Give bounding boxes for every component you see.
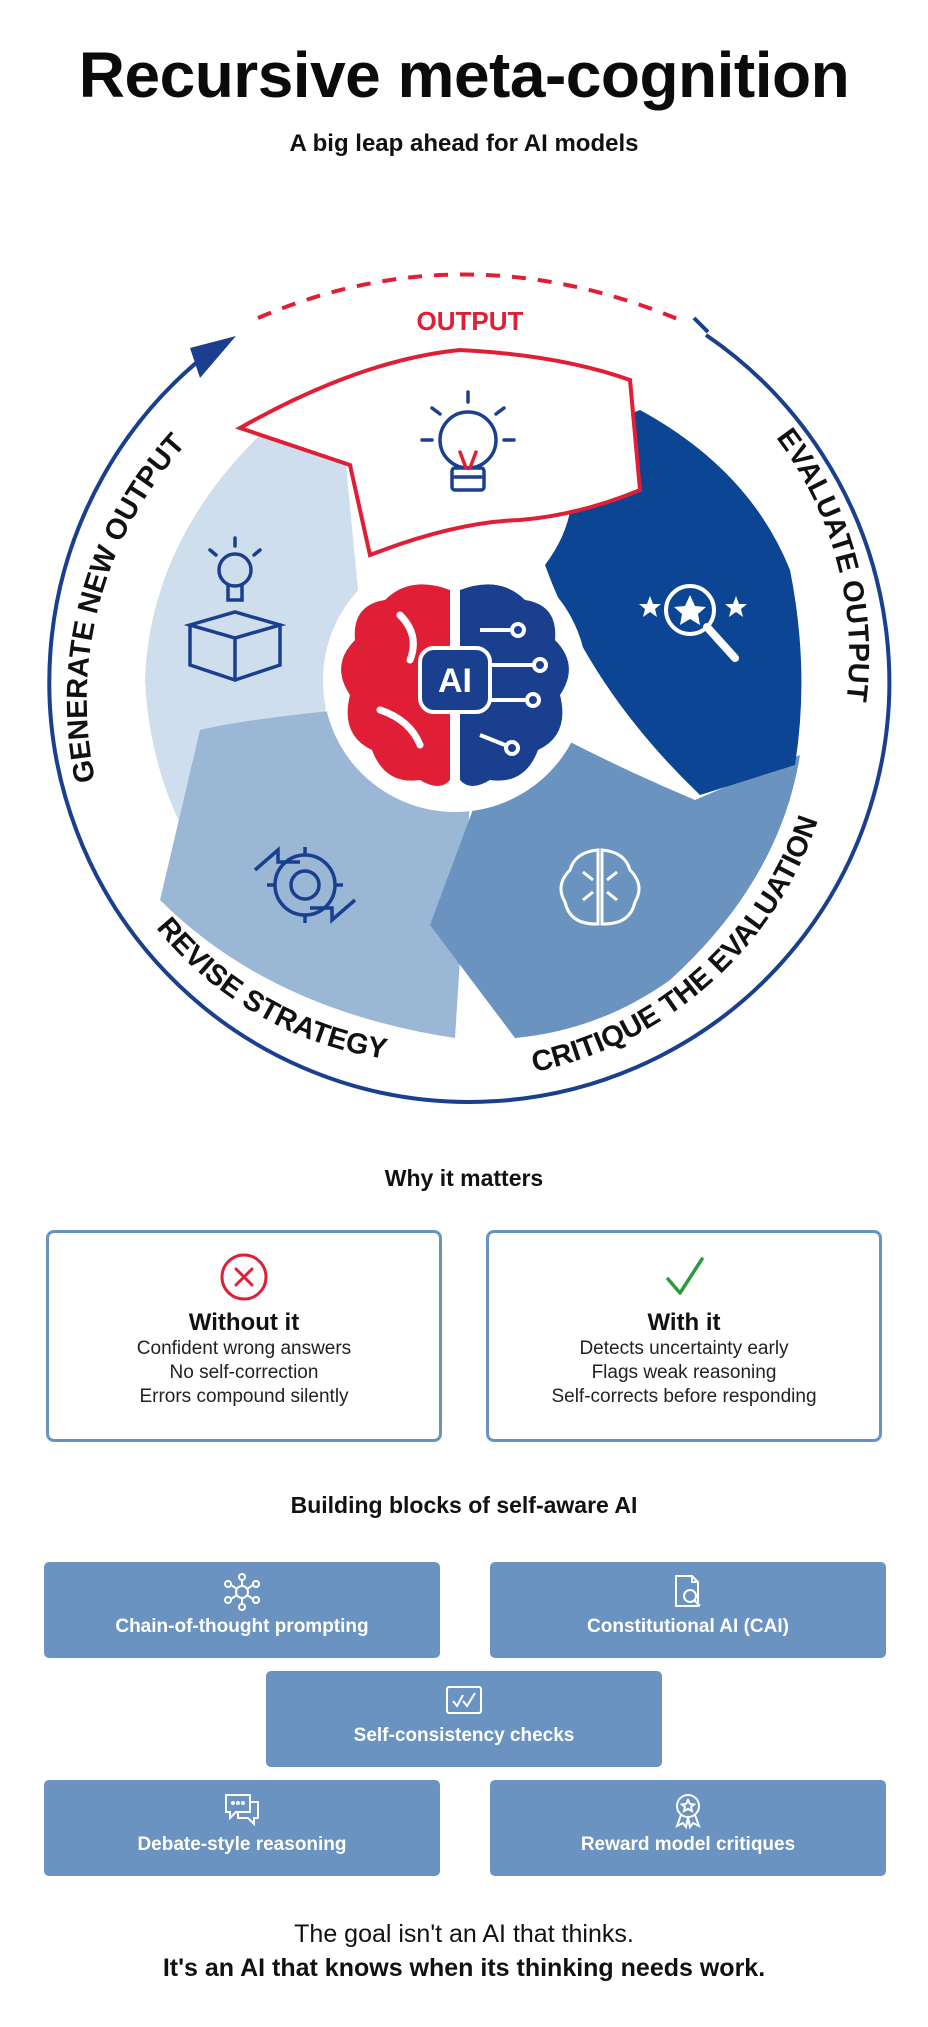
- segment-output: [235, 347, 643, 558]
- block-chain-of-thought: Chain-of-thought prompting: [44, 1562, 440, 1658]
- block-constitutional-ai: Constitutional AI (CAI): [490, 1562, 886, 1658]
- lightbulb-icon: [420, 390, 516, 492]
- document-search-icon: [490, 1572, 886, 1612]
- gear-arrows-icon: [253, 846, 357, 924]
- page-subtitle: A big leap ahead for AI models: [289, 130, 639, 157]
- without-line: Errors compound silently: [139, 1386, 349, 1407]
- checkmark-icon: [489, 1251, 879, 1303]
- magnifier-stars-icon: [639, 584, 747, 662]
- without-card: Without it Confident wrong answers No se…: [46, 1230, 442, 1442]
- with-card: With it Detects uncertainty early Flags …: [486, 1230, 882, 1442]
- meta-cognition-cycle: AI OUTPUT: [47, 272, 892, 1104]
- network-nodes-icon: [44, 1572, 440, 1612]
- block-label: Debate-style reasoning: [137, 1834, 347, 1855]
- brain-circuit-icon: [559, 848, 641, 926]
- block-label: Constitutional AI (CAI): [587, 1616, 789, 1637]
- segment-evaluate: [545, 410, 802, 795]
- block-label: Chain-of-thought prompting: [115, 1616, 369, 1637]
- with-line: Flags weak reasoning: [591, 1362, 777, 1383]
- blocks-heading: Building blocks of self-aware AI: [290, 1492, 638, 1518]
- block-label: Self-consistency checks: [353, 1725, 575, 1746]
- ring-end-tick: [692, 316, 710, 334]
- page-title: Recursive meta-cognition: [78, 39, 850, 111]
- x-circle-icon: [49, 1251, 439, 1303]
- block-debate-style: Debate-style reasoning: [44, 1780, 440, 1876]
- with-line: Self-corrects before responding: [551, 1386, 817, 1407]
- output-dashed-arc: [257, 272, 681, 322]
- footer-line-1: The goal isn't an AI that thinks.: [294, 1920, 634, 1948]
- block-self-consistency: Self-consistency checks: [266, 1671, 662, 1767]
- block-label: Reward model critiques: [580, 1834, 796, 1855]
- checkmarks-icon: [266, 1681, 662, 1721]
- center-ai-label: AI: [438, 662, 472, 700]
- cycle-output-label: OUTPUT: [417, 306, 524, 336]
- block-reward-model: Reward model critiques: [490, 1780, 886, 1876]
- idea-box-icon: [183, 536, 287, 682]
- why-heading: Why it matters: [384, 1165, 544, 1191]
- with-line: Detects uncertainty early: [579, 1338, 789, 1359]
- footer-line-2: It's an AI that knows when its thinking …: [162, 1954, 766, 1982]
- without-title: Without it: [188, 1309, 300, 1336]
- without-line: Confident wrong answers: [136, 1338, 352, 1359]
- without-line: No self-correction: [169, 1362, 319, 1383]
- ring-arrow-head: [190, 336, 236, 378]
- chat-bubbles-icon: [44, 1790, 440, 1830]
- outer-ring-arc: [47, 333, 892, 1104]
- award-badge-icon: [490, 1790, 886, 1830]
- with-title: With it: [647, 1309, 721, 1336]
- ai-brain-icon: [341, 584, 569, 786]
